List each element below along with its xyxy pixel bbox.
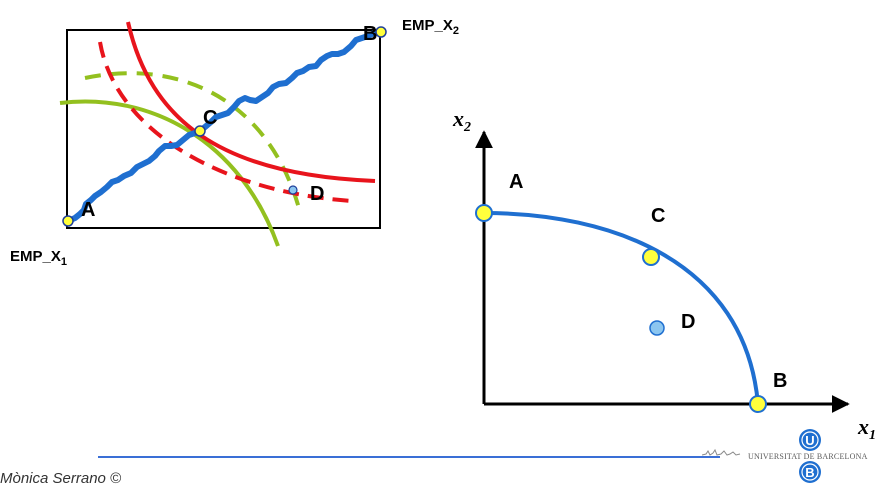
edgeworth-box-frame: [66, 29, 381, 229]
y-axis-label: x2: [452, 106, 471, 135]
institution-name: UNIVERSITAT DE BARCELONA: [748, 452, 868, 461]
origin-label-emp-x1: EMP_X1: [10, 248, 67, 268]
x-axis-label: x1: [857, 414, 876, 443]
point-b-marker: [375, 26, 387, 38]
frontier-point-a-label: A: [509, 171, 523, 193]
edgeworth-box-diagram: A B C D EMP_X1 EMP_X2: [10, 17, 459, 268]
point-b-label: B: [363, 23, 377, 45]
frontier-point-a-marker: [475, 204, 493, 222]
origin-label-emp-x2: EMP_X2: [402, 17, 459, 37]
indifference-curve-green-solid: [59, 99, 280, 247]
frontier-point-d-marker: [649, 320, 665, 336]
frontier-diagram: x2 x1 A C D B: [452, 106, 876, 443]
point-c-marker: [194, 125, 206, 137]
point-c-label: C: [203, 107, 217, 129]
frontier-point-d-label: D: [681, 311, 695, 333]
contract-curve: [65, 29, 384, 224]
point-a-marker: [62, 215, 74, 227]
author-credit: Mònica Serrano ©: [0, 470, 122, 487]
utility-frontier-curve: [483, 211, 760, 405]
point-d-marker: [288, 185, 298, 195]
svg-text:U: U: [805, 433, 814, 448]
logo-scribble-icon: [702, 448, 741, 456]
svg-text:B: B: [805, 465, 814, 480]
university-logo: UNIVERSITAT DE BARCELONA U B: [700, 428, 880, 486]
frontier-point-c-label: C: [651, 205, 665, 227]
frontier-point-c-marker: [642, 248, 660, 266]
frontier-point-b-marker: [749, 395, 767, 413]
frontier-point-b-label: B: [773, 370, 787, 392]
point-a-label: A: [81, 199, 95, 221]
point-d-label: D: [310, 183, 324, 205]
ub-emblem-icon: U B: [799, 429, 821, 483]
indifference-curve-red-dashed: [98, 41, 353, 203]
